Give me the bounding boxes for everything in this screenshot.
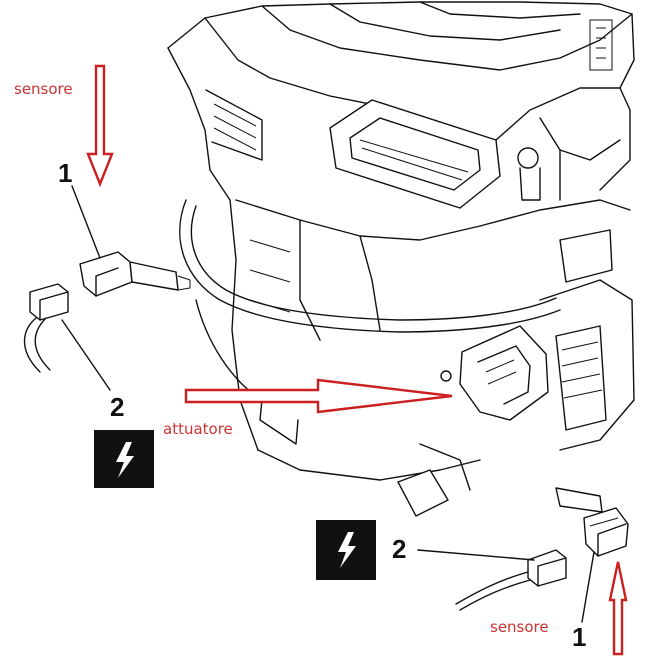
arrow-down-icon <box>86 64 114 188</box>
connector-top-drawing <box>23 283 69 373</box>
callout-1-bottom: 1 <box>572 622 586 652</box>
arrow-right-icon <box>184 378 453 414</box>
lightning-bolt-icon <box>316 520 376 580</box>
lightning-bolt-icon <box>94 430 154 488</box>
label-sensore-bottom: sensore <box>490 618 549 636</box>
callout-1-top: 1 <box>58 158 72 188</box>
callout-2-bottom: 2 <box>392 534 406 564</box>
callout-2-top: 2 <box>110 392 124 422</box>
arrow-up-icon <box>608 561 628 656</box>
connector-bottom-drawing <box>455 549 567 611</box>
hvac-housing-drawing <box>167 1 635 517</box>
label-attuatore: attuatore <box>163 420 233 438</box>
sensor-top-drawing <box>79 251 191 297</box>
sensor-bottom-drawing <box>555 487 629 557</box>
label-sensore-top: sensore <box>14 80 73 98</box>
actuator-component <box>440 325 549 421</box>
